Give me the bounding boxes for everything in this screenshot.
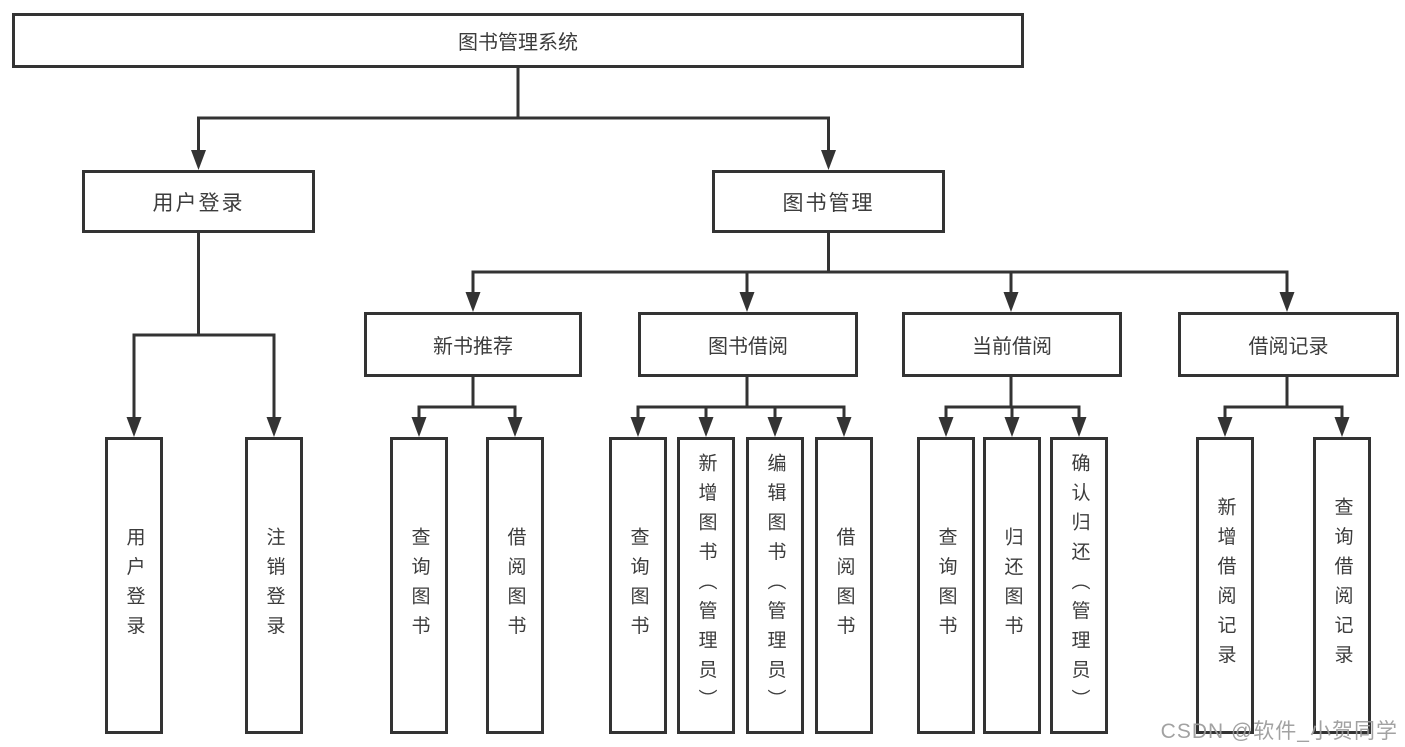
- leaf-user-login: 用户登录: [105, 437, 163, 734]
- leaf-label: 编辑图书（管理员）: [764, 452, 786, 719]
- node-user-login: 用户登录: [82, 170, 315, 233]
- node-label: 借阅记录: [1248, 336, 1329, 358]
- leaf-search-books-current: 查询图书: [917, 437, 975, 734]
- node-book-management: 图书管理: [712, 170, 945, 233]
- csdn-watermark: CSDN @软件_小贺同学: [1160, 720, 1398, 743]
- node-current-borrow: 当前借阅: [902, 312, 1122, 377]
- leaf-add-borrow-record: 新增借阅记录: [1196, 437, 1254, 734]
- leaf-label: 确认归还（管理员）: [1068, 452, 1090, 719]
- leaf-label: 借阅图书: [504, 526, 526, 645]
- leaf-edit-books-admin: 编辑图书（管理员）: [746, 437, 804, 734]
- connector-book-borrow-to-leaves: [630, 375, 852, 437]
- node-new-book-recommend: 新书推荐: [364, 312, 582, 377]
- connector-book-management-to-level3: [465, 231, 1295, 312]
- leaf-label: 新增借阅记录: [1214, 497, 1236, 674]
- leaf-label: 查询图书: [408, 526, 430, 645]
- leaf-label: 归还图书: [1001, 526, 1023, 645]
- leaf-return-books: 归还图书: [983, 437, 1041, 734]
- leaf-label: 查询图书: [627, 526, 649, 645]
- leaf-search-borrow-record: 查询借阅记录: [1313, 437, 1371, 734]
- node-label: 用户登录: [152, 191, 245, 215]
- node-label: 当前借阅: [972, 336, 1052, 358]
- leaf-label: 借阅图书: [833, 526, 855, 645]
- node-library-management-system: 图书管理系统: [12, 13, 1024, 68]
- leaf-confirm-return-admin: 确认归还（管理员）: [1050, 437, 1108, 734]
- connector-borrow-records-to-leaves: [1217, 375, 1350, 437]
- leaf-label: 注销登录: [263, 526, 285, 645]
- node-label: 图书借阅: [708, 336, 788, 358]
- connector-current-borrow-to-leaves: [938, 375, 1087, 437]
- leaf-label: 用户登录: [123, 526, 145, 645]
- node-label: 新书推荐: [433, 336, 513, 358]
- node-book-borrow: 图书借阅: [638, 312, 858, 377]
- leaf-borrow-books-recommend: 借阅图书: [486, 437, 544, 734]
- node-borrow-records: 借阅记录: [1178, 312, 1399, 377]
- connector-new-book-recommend-to-leaves: [411, 375, 523, 437]
- leaf-label: 新增图书（管理员）: [695, 452, 717, 719]
- leaf-label: 查询图书: [935, 526, 957, 645]
- connector-user-login-to-leaves: [126, 231, 282, 437]
- leaf-search-books-recommend: 查询图书: [390, 437, 448, 734]
- leaf-search-books-borrow: 查询图书: [609, 437, 667, 734]
- leaf-borrow-books: 借阅图书: [815, 437, 873, 734]
- node-label: 图书管理系统: [458, 32, 578, 54]
- leaf-logout: 注销登录: [245, 437, 303, 734]
- leaf-add-books-admin: 新增图书（管理员）: [677, 437, 735, 734]
- leaf-label: 查询借阅记录: [1331, 497, 1353, 674]
- connector-root-to-level2: [191, 66, 836, 170]
- node-label: 图书管理: [782, 191, 875, 215]
